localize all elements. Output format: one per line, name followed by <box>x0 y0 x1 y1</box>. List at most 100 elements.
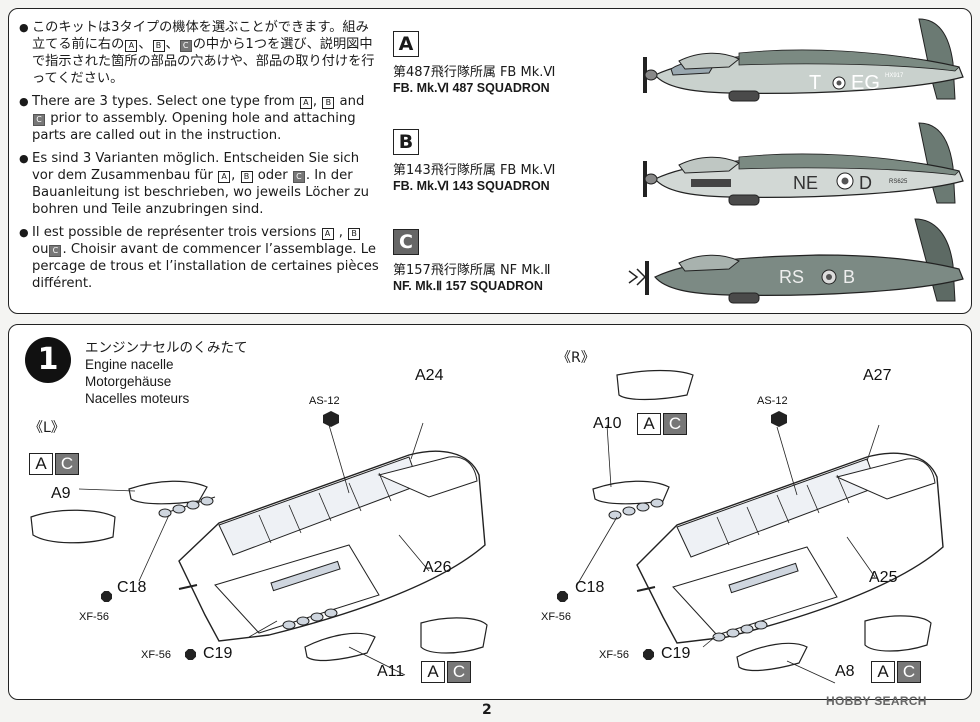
paint-marker-icon <box>557 591 568 602</box>
part-label-a27: A27 <box>863 367 892 384</box>
variant-badge-a: A <box>421 661 445 683</box>
variant-badges: A C <box>29 453 79 475</box>
variant-badge: A <box>393 31 419 57</box>
step-title-jp: エンジンナセルのくみたて <box>85 340 248 355</box>
right-nacelle-diagram <box>576 369 944 684</box>
aircraft-code: B <box>843 267 855 287</box>
variant-box-b: B <box>322 97 335 109</box>
step-title: エンジンナセルのくみたて Engine nacelle Motorgehäuse… <box>85 339 248 407</box>
bullet-icon: ● <box>19 21 29 34</box>
variant-badges: A C <box>637 413 687 435</box>
variant-box-b: B <box>152 40 165 52</box>
variant-box-c: C <box>49 245 62 257</box>
part-label-a9: A9 <box>51 485 71 502</box>
part-label-a25: A25 <box>869 569 898 586</box>
bullet-icon: ● <box>19 95 29 108</box>
paint-marker-icon <box>101 591 112 602</box>
paint-label-xf56: XF-56 <box>599 649 629 661</box>
variant-box-a: A <box>125 40 138 52</box>
paint-label-xf56: XF-56 <box>541 611 571 623</box>
aircraft-b-illustration: NE D RS625 <box>643 122 964 206</box>
step-title-en: Engine nacelle <box>85 357 174 372</box>
variant-badge: B <box>393 129 419 155</box>
variant-badge-a: A <box>29 453 53 475</box>
variant-badge-c: C <box>897 661 921 683</box>
variant-badge-c: C <box>55 453 79 475</box>
variant-box-c: C <box>33 114 45 126</box>
note-text: , <box>334 225 348 240</box>
aircraft-serial: HX917 <box>885 73 904 79</box>
part-label-a24: A24 <box>415 367 444 384</box>
aircraft-a-illustration: T EG HX917 <box>643 18 964 102</box>
variant-box-c: C <box>179 40 192 52</box>
paint-label-xf56: XF-56 <box>141 649 171 661</box>
variant-title-jp: 第143飛行隊所属 FB Mk.Ⅵ <box>393 163 556 178</box>
note-text: の中から1つを選び、説明図中で指示された箇所の部品の穴あけや、部品の取り付けを行… <box>32 37 375 86</box>
part-label-c18: C18 <box>117 579 147 596</box>
paint-label-xf56: XF-56 <box>79 611 109 623</box>
variant-title-jp: 第487飛行隊所属 FB Mk.Ⅵ <box>393 65 556 80</box>
note-english: ●There are 3 types. Select one type from… <box>19 93 379 144</box>
part-label-c19: C19 <box>661 645 691 662</box>
note-text: , <box>231 168 240 183</box>
right-side-label: 《R》 <box>557 350 595 366</box>
variant-a: A 第487飛行隊所属 FB Mk.Ⅵ FB. Mk.Ⅵ 487 SQUADRO… <box>393 31 633 95</box>
variant-title-en: FB. Mk.Ⅵ 487 SQUADRON <box>393 81 550 95</box>
watermark: HOBBY SEARCH <box>826 694 927 708</box>
variant-box-b: B <box>348 228 361 240</box>
aircraft-code: NE <box>793 173 818 193</box>
variant-badge-c: C <box>447 661 471 683</box>
part-label-a11: A11 <box>377 663 405 680</box>
part-label-as12: AS-12 <box>757 395 788 407</box>
left-nacelle-diagram <box>30 411 488 676</box>
paint-marker-icon <box>185 649 196 660</box>
aircraft-serial: RS625 <box>889 179 908 185</box>
aircraft-code: T <box>809 72 821 94</box>
step-title-fr: Nacelles moteurs <box>85 391 190 406</box>
step-number: 1 <box>25 337 71 383</box>
part-label-c18: C18 <box>575 579 605 596</box>
left-side-label: 《L》 <box>29 420 65 436</box>
variant-title-en: NF. Mk.Ⅱ 157 SQUADRON <box>393 279 543 293</box>
page-number: 2 <box>482 702 492 718</box>
note-text: and <box>335 94 365 109</box>
variant-badges: A C <box>871 661 921 683</box>
note-text: oder <box>253 168 292 183</box>
note-text: このキットは3タイプの機体を選ぶことができます。組み立てる前に右の <box>32 20 369 52</box>
note-text: , <box>312 94 322 109</box>
part-label-a8: A8 <box>835 663 855 680</box>
variant-box-a: A <box>321 228 334 240</box>
variant-title-en: FB. Mk.Ⅵ 143 SQUADRON <box>393 179 550 193</box>
aircraft-c-illustration: RS B <box>628 218 964 304</box>
variant-badges: A C <box>421 661 471 683</box>
variant-box-b: B <box>240 171 253 183</box>
note-text: ou <box>32 242 49 257</box>
note-text: 、 <box>138 37 152 52</box>
step-title-de: Motorgehäuse <box>85 374 172 389</box>
aircraft-code: EG <box>851 72 880 94</box>
variant-badge: C <box>393 229 419 255</box>
note-text: Es sind 3 Varianten möglich. Entscheiden… <box>32 151 360 183</box>
variant-badge-c: C <box>663 413 687 435</box>
variant-box-a: A <box>218 171 231 183</box>
note-text: Il est possible de représenter trois ver… <box>32 225 321 240</box>
part-label-a26: A26 <box>423 559 452 576</box>
variant-box-c: C <box>292 171 305 183</box>
note-french: ●Il est possible de représenter trois ve… <box>19 224 379 292</box>
part-label-a10: A10 <box>593 415 622 432</box>
aircraft-code: RS <box>779 267 804 287</box>
bullet-icon: ● <box>19 152 29 165</box>
paint-marker-icon <box>643 649 654 660</box>
part-label-c19: C19 <box>203 645 233 662</box>
note-text: . Choisir avant de commencer l’assemblag… <box>32 242 379 291</box>
note-text: prior to assembly. Opening hole and atta… <box>32 111 356 143</box>
note-text: 、 <box>165 37 179 52</box>
part-label-as12: AS-12 <box>309 395 340 407</box>
variant-title-jp: 第157飛行隊所属 NF Mk.Ⅱ <box>393 263 551 278</box>
note-german: ●Es sind 3 Varianten möglich. Entscheide… <box>19 150 379 218</box>
assembly-step-panel: 1 エンジンナセルのくみたて Engine nacelle Motorgehäu… <box>8 324 972 700</box>
note-text: . In der Bauanleitung ist beschrieben, w… <box>32 168 370 217</box>
